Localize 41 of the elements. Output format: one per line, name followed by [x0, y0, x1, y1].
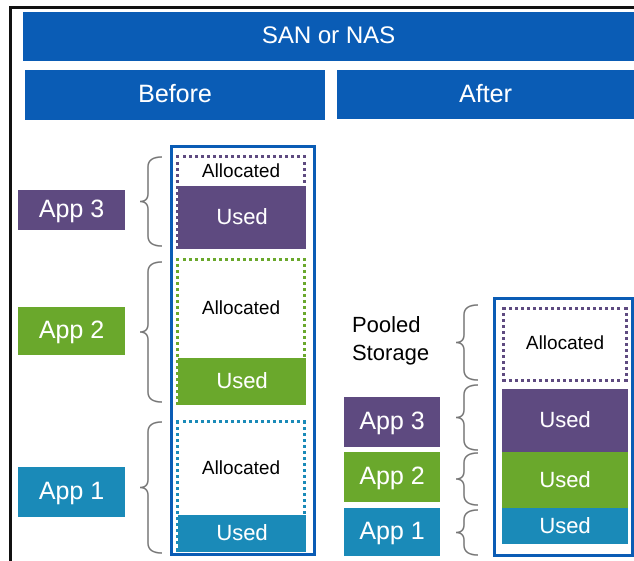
allocated-text: Allocated	[200, 162, 282, 182]
header-band	[23, 12, 634, 61]
header-text: SAN or NAS	[262, 23, 396, 50]
used-text: Used	[539, 514, 591, 538]
app-label	[344, 452, 440, 502]
allocated-text: Allocated	[200, 299, 282, 320]
header-band	[337, 70, 634, 119]
app-label	[18, 467, 125, 517]
allocated-text: Allocated	[526, 334, 604, 355]
used-region	[502, 508, 628, 544]
header-text: After	[459, 80, 512, 108]
allocated-text: Allocated	[200, 458, 282, 480]
storage-container	[493, 297, 634, 557]
app-name: App 3	[38, 196, 104, 224]
used-text: Used	[539, 408, 591, 433]
used-region	[178, 515, 306, 552]
allocated-region	[176, 155, 306, 249]
storage-container	[170, 145, 316, 556]
used-region	[178, 358, 306, 405]
used-region	[502, 389, 628, 452]
used-text: Used	[216, 521, 268, 546]
used-region	[502, 452, 628, 508]
allocated-region	[502, 307, 628, 382]
app-name: App 2	[359, 463, 425, 491]
app-name: App 3	[359, 408, 425, 436]
app-name: App 1	[359, 518, 425, 546]
app-label	[344, 397, 440, 447]
app-label	[18, 190, 125, 230]
allocated-region	[176, 420, 306, 552]
used-region	[178, 186, 306, 249]
used-text: Used	[216, 205, 268, 230]
app-label	[344, 508, 440, 556]
header-text: Before	[138, 81, 212, 109]
app-name: App 2	[38, 317, 104, 345]
used-text: Used	[216, 369, 268, 394]
app-label	[18, 307, 125, 355]
used-text: Used	[539, 468, 591, 492]
header-band	[25, 70, 325, 120]
pool-caption: Pooled Storage	[352, 311, 430, 366]
allocated-region	[176, 258, 306, 405]
app-name: App 1	[38, 478, 104, 506]
